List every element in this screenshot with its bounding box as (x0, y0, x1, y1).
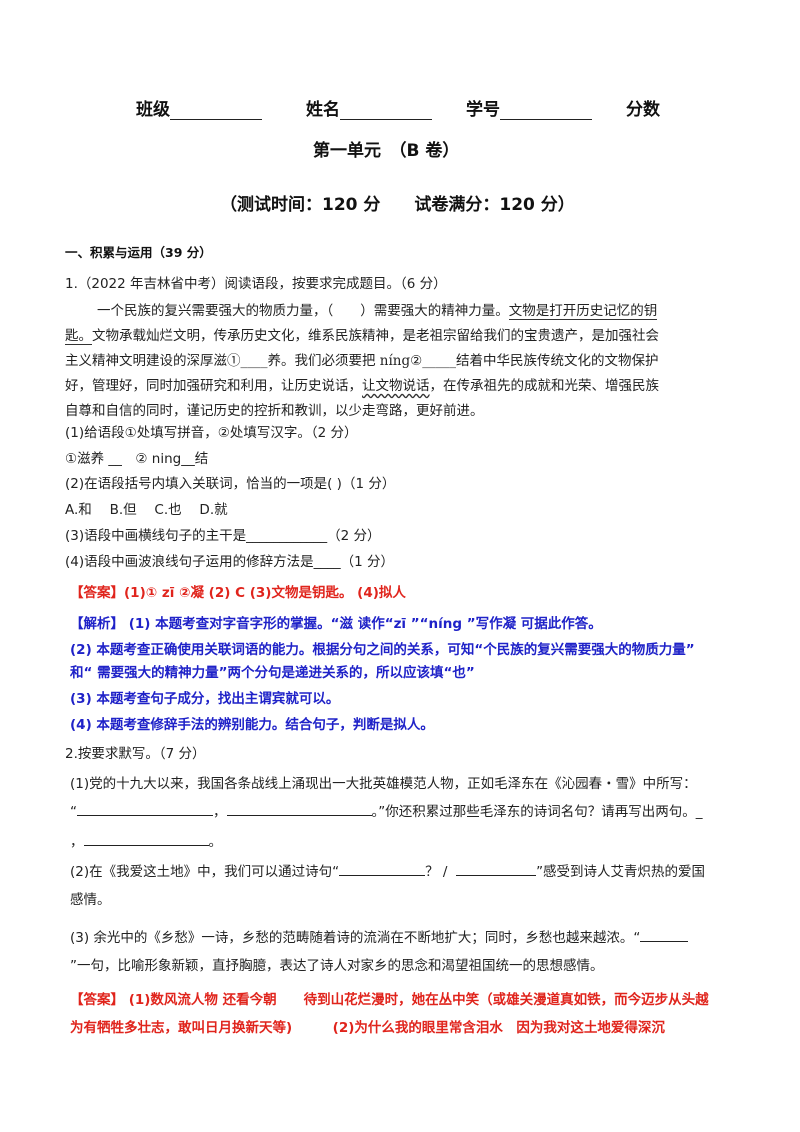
open-quote: “ (70, 804, 77, 820)
q1-sub3: (3)语段中画横线句子的主干是____________（2 分） (65, 528, 381, 544)
passage-text: 一个民族的复兴需要强大的物质力量，（ ）需要强大的精神力量。 (97, 303, 509, 319)
passage-text: ，在传承祖先的成就和光荣、增强民族 (429, 378, 660, 394)
q2-answer-1: 【答案】 (1)数风流人物 还看今朝 待到山花烂漫时，她在丛中笑（或雄关漫道真如… (70, 992, 709, 1008)
q2-line6-text: (3) 余光中的《乡愁》一诗，乡愁的范畴随着诗的流淌在不断地扩大；同时，乡愁也越… (70, 930, 641, 946)
q2-line2-text: 。”你还积累过那些毛泽东的诗词名句？请再写出两句。_ (371, 804, 703, 820)
q1-sub2-options: A.和 B.但 C.也 D.就 (65, 502, 228, 518)
class-blank[interactable] (170, 101, 262, 120)
q1-answer: 【答案】(1)① zī ②凝 (2) C (3)文物是钥匙。 (4)拟人 (70, 585, 406, 601)
q2-blank-1[interactable] (77, 801, 213, 816)
q2-answer-2: 为有牺牲多壮志，敢叫日月换新天等) (2)为什么我的眼里常含泪水 因为我对这土地… (70, 1020, 665, 1036)
passage-text: 文物承载灿烂文明，传承历史文化，维系民族精神，是老祖宗留给我们的宝贵遗产，是加强… (92, 328, 659, 344)
id-blank[interactable] (500, 101, 592, 120)
score-label: 分数 (626, 100, 660, 120)
q1-analysis-3: (3) 本题考查句子成分，找出主谓宾就可以。 (70, 691, 340, 707)
q2-line4: (2)在《我爱这土地》中，我们可以通过诗句“ ？ / ”感受到诗人艾青炽热的爱国 (70, 860, 705, 880)
id-field[interactable]: 学号 (466, 95, 592, 120)
name-field[interactable]: 姓名 (306, 95, 432, 120)
q2-blank-3[interactable] (83, 831, 209, 846)
q1-analysis-2a: (2) 本题考查正确使用关联词语的能力。根据分句之间的关系，可知“个民族的复兴需… (70, 642, 695, 658)
class-label: 班级 (136, 100, 170, 120)
q1-sub1: (1)给语段①处填写拼音，②处填写汉字。（2 分） (65, 425, 358, 441)
comma: ， (213, 804, 227, 820)
id-label: 学号 (466, 100, 500, 120)
q1-passage-line2: 匙。文物承载灿烂文明，传承历史文化，维系民族精神，是老祖宗留给我们的宝贵遗产，是… (65, 324, 659, 345)
q2-stem: 2.按要求默写。（7 分） (65, 746, 206, 762)
q2-line7: ”一句，比喻形象新颖，直抒胸臆，表达了诗人对家乡的思念和渴望祖国统一的思想感情。 (70, 958, 604, 974)
q2-line2: “ ， 。”你还积累过那些毛泽东的诗词名句？请再写出两句。_ (70, 800, 703, 820)
q1-sub2: (2)在语段括号内填入关联词，恰当的一项是( )（1 分） (65, 476, 396, 492)
class-field[interactable]: 班级 (136, 95, 262, 120)
q2-line4-text: (2)在《我爱这土地》中，我们可以通过诗句“ (70, 864, 340, 880)
q2-blank-4[interactable] (339, 861, 426, 876)
underlined-sentence-end: 匙。 (65, 328, 92, 345)
q1-passage-line4: 好，管理好，同时加强研究和利用，让历史说话，让文物说话，在传承祖先的成就和光荣、… (65, 374, 659, 394)
comma: ， (70, 834, 84, 850)
page-subtitle: （测试时间：120 分 试卷满分：120 分） (220, 195, 575, 215)
q2-blank-5[interactable] (456, 861, 537, 876)
passage-text: 好，管理好，同时加强研究和利用，让历史说话， (65, 378, 362, 394)
q1-analysis-1: 【解析】 (1) 本题考查对字音字形的掌握。“滋 读作“zī ”“níng ”写… (70, 616, 602, 632)
q1-analysis-4: (4) 本题考查修辞手法的辨别能力。结合句子，判断是拟人。 (70, 717, 434, 733)
q1-stem: 1.（2022 年吉林省中考）阅读语段，按要求完成题目。（6 分） (65, 276, 447, 292)
name-blank[interactable] (340, 101, 432, 120)
q2-line5: 感情。 (70, 892, 111, 908)
q1-analysis-2b: 和“ 需要强大的精神力量”两个分句是递进关系的，所以应该填“也” (70, 665, 475, 681)
q1-sub1-blanks: ①滋养 __ ② ning__结 (65, 451, 209, 467)
wavy-underlined-sentence: 让文物说话 (362, 378, 430, 394)
q1-sub4: (4)语段中画波浪线句子运用的修辞方法是____（1 分） (65, 554, 395, 570)
q1-passage-line1: 一个民族的复兴需要强大的物质力量，（ ）需要强大的精神力量。文物是打开历史记忆的… (97, 299, 658, 320)
name-label: 姓名 (306, 100, 340, 120)
q2-line3: ，。 (70, 830, 222, 850)
section-heading: 一、积累与运用（39 分） (65, 245, 212, 260)
q1-passage-line5: 自尊和自信的同时，谨记历史的控折和教训，以少走弯路，更好前进。 (65, 403, 484, 419)
q2-line6: (3) 余光中的《乡愁》一诗，乡愁的范畴随着诗的流淌在不断地扩大；同时，乡愁也越… (70, 926, 689, 946)
underlined-sentence: 文物是打开历史记忆的钥 (508, 303, 658, 320)
q2-blank-2[interactable] (226, 801, 372, 816)
q2-line1: (1)党的十九大以来，我国各条战线上涌现出一大批英雄模范人物，正如毛泽东在《沁园… (70, 776, 697, 792)
q1-passage-line3: 主义精神文明建设的深厚滋①____养。我们必须要把 níng②_____结着中华… (65, 353, 659, 369)
q2-line4-end: ”感受到诗人艾青炽热的爱国 (536, 864, 706, 880)
page-title: 第一单元 （B 卷） (313, 141, 460, 161)
period: 。 (208, 834, 223, 850)
q2-blank-6[interactable] (640, 927, 689, 942)
separator: ？ / (425, 864, 448, 880)
